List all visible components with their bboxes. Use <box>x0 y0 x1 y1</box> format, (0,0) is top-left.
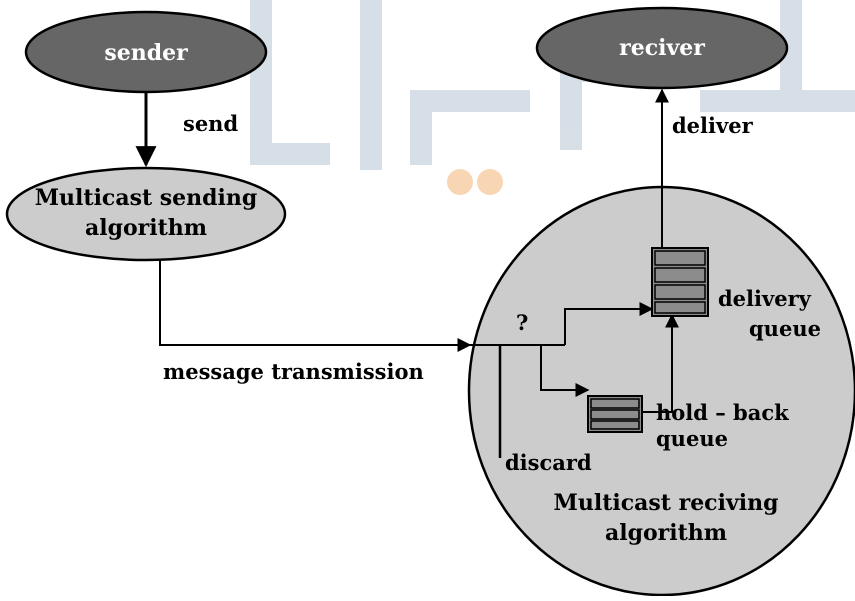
message-transmission-arrow <box>159 260 472 352</box>
sending-algorithm-label-line2: algorithm <box>85 215 207 241</box>
send-label: send <box>183 111 238 136</box>
delivery-queue-label-line1: delivery <box>718 286 812 311</box>
watermark-dot <box>447 169 473 195</box>
deliver-label: deliver <box>672 113 754 138</box>
sending-algorithm-label-line1: Multicast sending <box>35 185 258 211</box>
delivery-queue <box>651 247 709 317</box>
holdback-queue-label-line1: hold – back <box>656 400 789 425</box>
receiving-algorithm-label-line1: Multicast reciving <box>554 490 779 516</box>
holdback-queue-label-line2: queue <box>656 426 728 451</box>
to-delivery-queue-arrow <box>564 302 654 345</box>
receiving-algorithm-label-line2: algorithm <box>605 520 727 546</box>
decision-label: ? <box>516 310 528 335</box>
discard-label: discard <box>505 450 592 475</box>
holdback-queue <box>587 395 643 433</box>
multicast-sending-algorithm-node <box>5 166 287 262</box>
receiver-label: reciver <box>619 35 705 61</box>
to-holdback-queue-arrow <box>540 345 590 397</box>
delivery-queue-label-line2: queue <box>749 316 821 341</box>
receiver-node <box>535 6 789 90</box>
holdback-to-delivery-arrow <box>642 313 679 413</box>
sender-label: sender <box>104 40 188 66</box>
watermark-dot <box>477 169 503 195</box>
message-transmission-label: message transmission <box>163 359 424 384</box>
